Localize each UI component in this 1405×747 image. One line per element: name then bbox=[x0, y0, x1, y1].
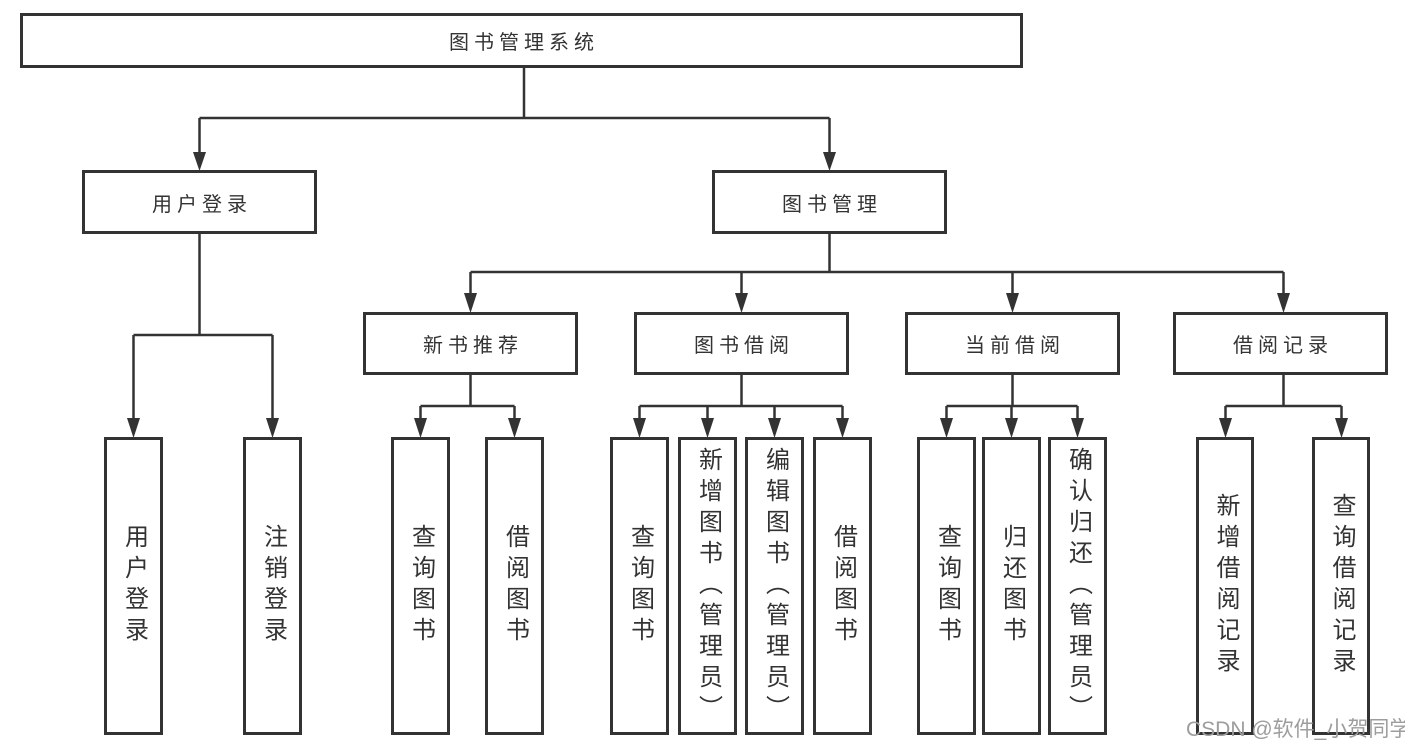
node-book-borrow: 图书借阅 bbox=[634, 312, 849, 375]
arrow-down-icon bbox=[1277, 293, 1290, 313]
node-borrow-records: 借阅记录 bbox=[1173, 312, 1388, 375]
leaf-label: 新增图书（管理员） bbox=[694, 446, 722, 726]
leaf-label: 查询图书 bbox=[626, 524, 654, 648]
arrow-down-icon bbox=[1006, 293, 1019, 313]
node-label: 新书推荐 bbox=[423, 335, 523, 357]
node-label: 当前借阅 bbox=[965, 335, 1065, 357]
arrow-down-icon bbox=[1219, 418, 1232, 438]
arrow-down-icon bbox=[836, 418, 849, 438]
connector-bookborrow-to-leaves bbox=[638, 375, 844, 420]
leaf-label: 注销登录 bbox=[259, 524, 287, 648]
node-book-management: 图书管理 bbox=[712, 170, 947, 234]
node-new-book-recommend: 新书推荐 bbox=[363, 312, 578, 375]
node-label: 用户登录 bbox=[152, 193, 252, 216]
node-label: 借阅记录 bbox=[1233, 335, 1333, 357]
arrow-down-icon bbox=[735, 293, 748, 313]
leaf-query-borrow-record: 查询借阅记录 bbox=[1312, 437, 1370, 735]
leaf-borrow-books-recommend: 借阅图书 bbox=[485, 437, 544, 735]
leaf-query-books-current: 查询图书 bbox=[917, 437, 976, 735]
leaf-borrow-books: 借阅图书 bbox=[813, 437, 872, 735]
node-label: 图书管理系统 bbox=[449, 32, 599, 54]
node-label: 图书管理 bbox=[782, 193, 882, 216]
leaf-confirm-return-admin: 确认归还（管理员） bbox=[1048, 437, 1107, 735]
arrow-down-icon bbox=[414, 418, 427, 438]
leaf-label: 借阅图书 bbox=[501, 524, 529, 648]
connector-currentborrow-to-leaves bbox=[945, 375, 1079, 420]
leaf-add-borrow-record: 新增借阅记录 bbox=[1196, 437, 1254, 735]
arrow-down-icon bbox=[1071, 418, 1084, 438]
arrow-down-icon bbox=[508, 418, 521, 438]
leaf-label: 确认归还（管理员） bbox=[1064, 446, 1092, 726]
leaf-query-books-recommend: 查询图书 bbox=[391, 437, 450, 735]
arrow-down-icon bbox=[464, 293, 477, 313]
arrow-down-icon bbox=[1005, 418, 1018, 438]
leaf-return-books: 归还图书 bbox=[982, 437, 1041, 735]
leaf-user-login: 用户登录 bbox=[104, 437, 163, 735]
node-label: 图书借阅 bbox=[694, 335, 794, 357]
connector-userlogin-to-leaves bbox=[132, 234, 274, 420]
leaf-label: 用户登录 bbox=[120, 524, 148, 648]
arrow-down-icon bbox=[701, 418, 714, 438]
arrow-down-icon bbox=[266, 418, 279, 438]
arrow-down-icon bbox=[127, 418, 140, 438]
arrow-down-icon bbox=[1335, 418, 1348, 438]
watermark: CSDN @软件_小贺同学 bbox=[1186, 718, 1405, 741]
node-root-system: 图书管理系统 bbox=[20, 13, 1023, 68]
leaf-edit-books-admin: 编辑图书（管理员） bbox=[745, 437, 804, 735]
leaf-label: 查询图书 bbox=[407, 524, 435, 648]
leaf-query-books-borrow: 查询图书 bbox=[610, 437, 669, 735]
leaf-logout: 注销登录 bbox=[243, 437, 302, 735]
connector-newbook-to-leaves bbox=[419, 375, 516, 420]
leaf-label: 归还图书 bbox=[998, 524, 1026, 648]
leaf-label: 新增借阅记录 bbox=[1212, 493, 1239, 679]
connector-borrowrecord-to-leaves bbox=[1224, 375, 1343, 420]
leaf-label: 查询借阅记录 bbox=[1328, 493, 1355, 679]
arrow-down-icon bbox=[193, 152, 206, 171]
node-user-login: 用户登录 bbox=[82, 170, 317, 234]
node-current-borrow: 当前借阅 bbox=[905, 312, 1120, 375]
arrow-down-icon bbox=[823, 152, 836, 171]
leaf-label: 编辑图书（管理员） bbox=[761, 446, 789, 726]
arrow-down-icon bbox=[940, 418, 953, 438]
connector-bookmgmt-to-level3 bbox=[469, 234, 1285, 295]
arrow-down-icon bbox=[633, 418, 646, 438]
leaf-add-books-admin: 新增图书（管理员） bbox=[678, 437, 737, 735]
arrow-down-icon bbox=[768, 418, 781, 438]
connector-root-to-level2 bbox=[198, 67, 831, 153]
leaf-label: 查询图书 bbox=[933, 524, 961, 648]
arrowheads bbox=[127, 152, 1348, 438]
leaf-label: 借阅图书 bbox=[829, 524, 857, 648]
